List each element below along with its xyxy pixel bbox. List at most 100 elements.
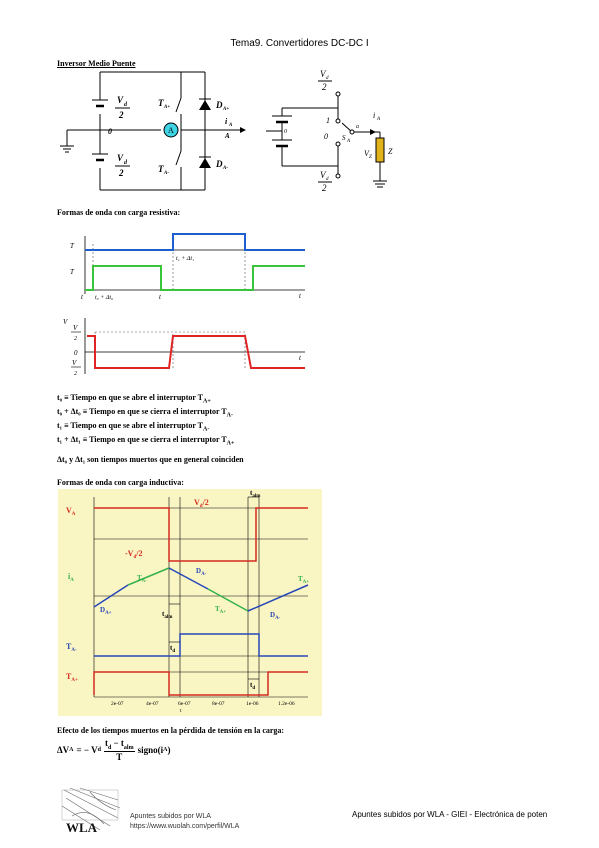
vz-sub: Z [369,155,372,160]
ia-label: i [225,117,228,126]
t-axis-label-1: t [299,292,302,300]
ta-plus-segment-label-1: TA+ [215,605,226,615]
ia-sub: A [228,123,233,128]
z-label: Z [388,147,393,156]
two-label-top: 2 [118,110,124,120]
va-plot-label: VA [66,506,76,517]
t-axis-plot-label: t [180,708,182,714]
vd2-pos-label: V [73,324,78,332]
section-heading-inductive: Formas de onda con carga inductiva: [57,478,184,487]
tick-label: 6e-07 [178,701,191,707]
num-mid: − t [111,738,124,748]
sa-label: S [342,134,346,142]
definition-t0-dt: t₀ + Δt₀ ≡ Tiempo en que se cierra el in… [57,407,234,421]
equivalent-switch-circuit-diagram: V d 2 V d 2 1 0 S A a i A V Z Z 0 [266,69,393,193]
ta-minus-plot-label: TA- [66,642,77,653]
definition-text: t₀ ≡ Tiempo en que se abre el interrupto… [57,393,203,402]
section-heading-resistive: Formas de onda con carga resistiva: [57,208,181,217]
vd2-top-label: V [320,69,327,79]
neg-vd2-two: 2 [322,183,327,193]
vd2-top-two: 2 [322,82,327,92]
td-label-2: td [250,681,255,691]
vd2-neg-plot-label: -Vd/2 [125,549,142,560]
da-plus-sub: A+ [222,107,229,112]
formula-lhs: ΔV [57,744,70,755]
t0-dt-label: t₀ + Δt₀ [95,295,113,301]
definition-sub: A+ [226,440,235,447]
ta-plus-label: T [158,98,164,108]
dead-time-note: Δt₀ y Δt₁ son tiempos muertos que en gen… [57,455,244,464]
da-minus-plot-label: DA- [196,567,207,577]
neg-vd2-label: V [320,170,327,180]
formula-eq: = − V [76,744,98,755]
formula-close: ) [167,744,171,755]
definition-text: t₀ + Δt₀ ≡ Tiempo en que se cierra el in… [57,407,227,417]
switch-pos-0: 0 [324,132,328,141]
num-sub-alm: alm [123,744,134,751]
definition-t0: t₀ ≡ Tiempo en que se abre el interrupto… [57,393,234,407]
ia-plot-label: iA [68,572,74,583]
t1-dt-label: t₁ + Δt₁ [176,256,194,262]
zero-label: 0 [108,127,112,136]
tick-label: 8e-07 [212,701,225,707]
va-wave-label: V [63,318,68,326]
neg-vd2-sub: d [326,177,329,182]
ta-minus-sub: A- [163,171,169,176]
definition-text: t₁ + Δt₁ ≡ Tiempo en que se cierra el in… [57,435,227,445]
definition-sub: A- [203,426,210,433]
definition-sub: A- [226,412,233,419]
zero-wave-label: 0 [74,349,78,357]
ta-minus-wave-label: T [70,242,75,250]
ta-minus-segment-label: TA- [137,574,147,584]
footer-profile-link[interactable]: https://www.wuolah.com/perfil/WLA [130,823,240,830]
formula-lhs-sub: A [69,746,74,753]
t-alm-label-1: talm [162,610,173,620]
da-minus-sub: A- [222,166,228,171]
vd2-top-sub: d [326,76,329,81]
logo-text: WLA [66,820,98,834]
a-node-right: a [356,124,359,130]
resistive-load-waveforms: T T t t₀ + Δt₀ t t₁ + Δt₁ t V V 2 0 V 2 … [63,233,305,377]
vd2-pos-two: 2 [74,336,77,342]
vz-label: V [364,149,370,158]
ia-right-sub: A [376,117,381,122]
definition-t1: t₁ ≡ Tiempo en que se abre el interrupto… [57,421,234,435]
ta-plus-wave-label: T [70,268,75,276]
a-node-label: A [224,132,230,140]
definition-t1-dt: t₁ + Δt₁ ≡ Tiempo en que se cierra el in… [57,435,234,449]
ammeter-label: A [168,126,174,135]
two-label-bottom: 2 [118,168,124,178]
formula-numerator: td − talm [103,738,135,752]
tick-label: 2e-07 [111,701,124,707]
footer-attribution: Apuntes subidos por WLA https://www.wuol… [130,812,239,832]
vd2-neg-two: 2 [74,371,77,377]
section-heading-half-bridge: Inversor Medio Puente [57,59,136,68]
vd2-neg-label: V [72,359,77,367]
da-minus-label: D [215,159,223,169]
vd-label-bottom: V [117,153,124,163]
inductive-load-waveforms: VA Vd/2 -Vd/2 iA TA- TA+ DA+ TA- DA- TA+… [58,489,322,716]
section-heading-dead-time-effect: Efecto de los tiempos muertos en la pérd… [57,726,285,735]
plot-background [58,489,322,716]
t-axis-label-2: t [299,354,302,362]
vd2-pos-plot-label: Vd/2 [194,498,209,509]
formula-vd-sub: d [97,746,101,753]
tick-label: 1.2e-06 [278,701,295,707]
ta-plus-segment-label-2: TA+ [298,575,309,585]
da-plus-plot-label: DA+ [100,606,112,616]
td-label-1: td [170,644,175,654]
formula-fraction: td − talm T [103,738,135,762]
wla-logo: WLA [61,787,121,834]
ia-right-label: i [373,111,375,120]
tick-label: 4e-07 [146,701,159,707]
sa-sub: A [346,139,351,144]
ta-plus-sub: A+ [163,105,170,110]
tick-label: 1e-06 [246,701,259,707]
num-sub-d: d [107,744,112,751]
definition-sub: A+ [203,398,211,405]
page-title: Tema9. Convertidores DC-DC I [230,38,369,49]
ta-plus-plot-label: TA+ [66,672,78,683]
definition-text: t₁ ≡ Tiempo en que se abre el interrupto… [57,421,203,431]
da-plus-label: D [215,100,223,110]
